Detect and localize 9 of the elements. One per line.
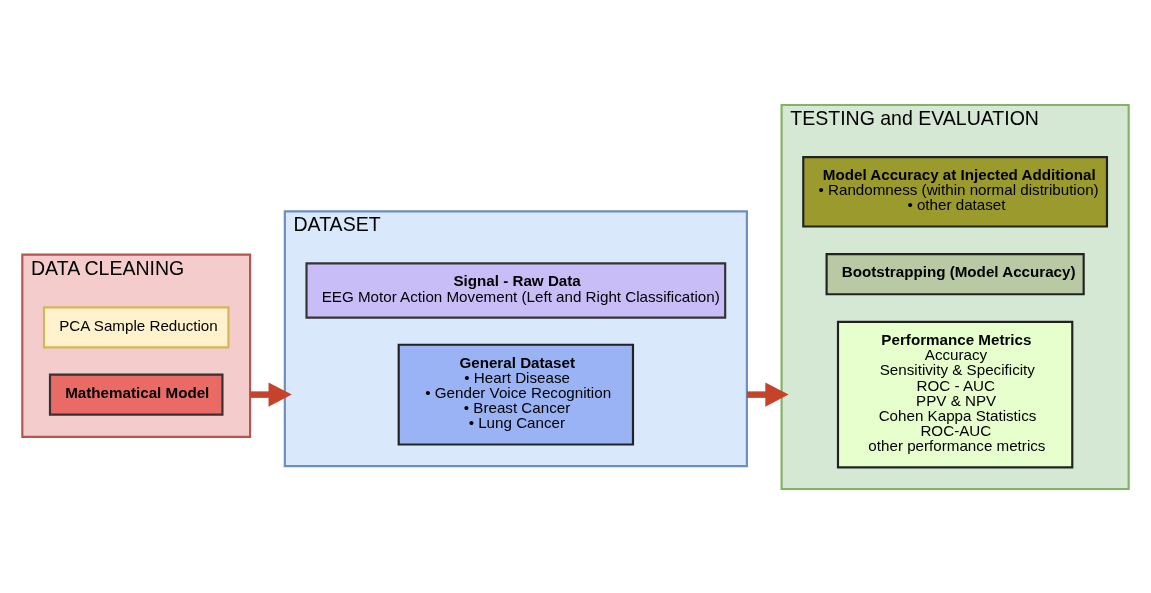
- node-box: General Dataset • Heart Disease • Gender Voice Recognition • Breast Cancer • Lung Cancer: [397, 343, 635, 446]
- node-box: Model Accuracy at Injected Additional • Randomness (within normal distribution) • other dataset: [802, 155, 1109, 228]
- arrow: [250, 381, 292, 407]
- node-box: Bootstrapping (Model Accuracy): [825, 252, 1085, 295]
- node-box: Signal - Raw Data EEG Motor Action Movement (Left and Right Classification): [305, 261, 727, 319]
- node-box: Performance Metrics Accuracy Sensitivity & Specificity ROC - AUC PPV & NPV Cohen Kappa Statistics ROC-AUC other performance metrics: [836, 320, 1074, 468]
- arrow: [746, 381, 789, 407]
- node-box: PCA Sample Reduction: [42, 305, 230, 349]
- node-box: Mathematical Model: [48, 372, 224, 416]
